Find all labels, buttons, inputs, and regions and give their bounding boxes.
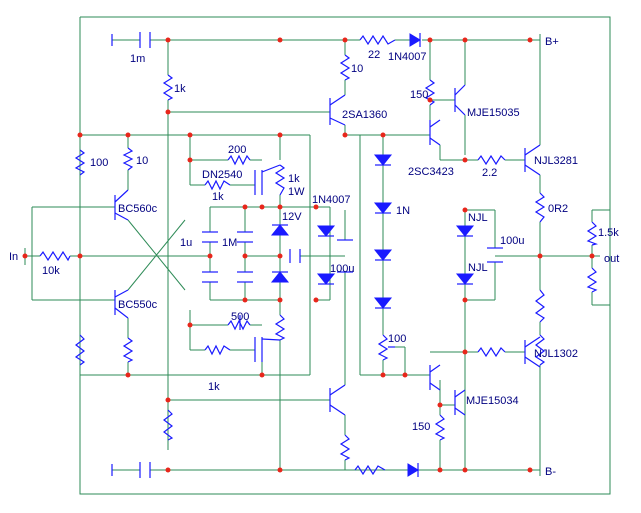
- label-r-1k-bottom: 1k: [208, 381, 220, 393]
- label-r-1k-mid: 1k: [212, 191, 224, 203]
- label-r-150-bottom: 150: [412, 421, 430, 433]
- label-r-22: 22: [368, 49, 380, 61]
- label-d-1n4007-top: 1N4007: [388, 51, 427, 63]
- label-q-mje15034: MJE15034: [466, 395, 519, 407]
- label-q-2sa1360: 2SA1360: [342, 109, 387, 121]
- label-r-1k1w-a: 1k: [288, 173, 300, 185]
- label-r-1k-top: 1k: [174, 83, 186, 95]
- label-d-12v: 12V: [282, 211, 302, 223]
- components: [39, 32, 599, 478]
- label-r-500: 500: [231, 311, 249, 323]
- label-r-0r2: 0R2: [548, 203, 568, 215]
- label-d-njl-a: NJL: [468, 212, 488, 224]
- label-r-2-2: 2.2: [482, 167, 497, 179]
- label-q-njl1302: NJL1302: [534, 348, 578, 360]
- labels: B+ B- In out 1m 1k 100 10 22 1N4007 10 1…: [9, 36, 619, 478]
- label-q-dn2540: DN2540: [202, 169, 242, 181]
- label-d-1n: 1N: [396, 205, 410, 217]
- label-bplus: B+: [545, 36, 559, 48]
- label-d-1n4007-mid: 1N4007: [312, 194, 351, 206]
- label-q-mje15035: MJE15035: [467, 107, 520, 119]
- label-c-1m: 1M: [222, 237, 237, 249]
- junctions: [22, 37, 595, 473]
- label-d-njl-b: NJL: [468, 262, 488, 274]
- label-r-10-top: 10: [351, 63, 363, 75]
- label-in: In: [9, 251, 18, 263]
- label-r-1k1w-b: 1W: [288, 186, 305, 198]
- label-r-10k: 10k: [42, 265, 60, 277]
- label-q-2sc3423: 2SC3423: [408, 166, 454, 178]
- label-c-100u-mid: 100u: [330, 263, 354, 275]
- label-c-in: 1m: [130, 53, 145, 65]
- label-r-150-top: 150: [410, 89, 428, 101]
- label-r-10-left: 10: [136, 155, 148, 167]
- label-r-100: 100: [90, 157, 108, 169]
- label-q-bc560c: BC560c: [118, 203, 158, 215]
- label-q-bc550c: BC550c: [118, 299, 158, 311]
- label-bminus: B-: [545, 466, 556, 478]
- label-r-200: 200: [228, 144, 246, 156]
- wires: [24, 16, 611, 495]
- label-out: out: [604, 253, 619, 265]
- label-r-100-pot: 100: [388, 333, 406, 345]
- label-c-1u: 1u: [180, 237, 192, 249]
- label-q-njl3281: NJL3281: [534, 155, 578, 167]
- label-c-100u-right: 100u: [500, 235, 524, 247]
- label-r-1-5k: 1.5k: [598, 227, 619, 239]
